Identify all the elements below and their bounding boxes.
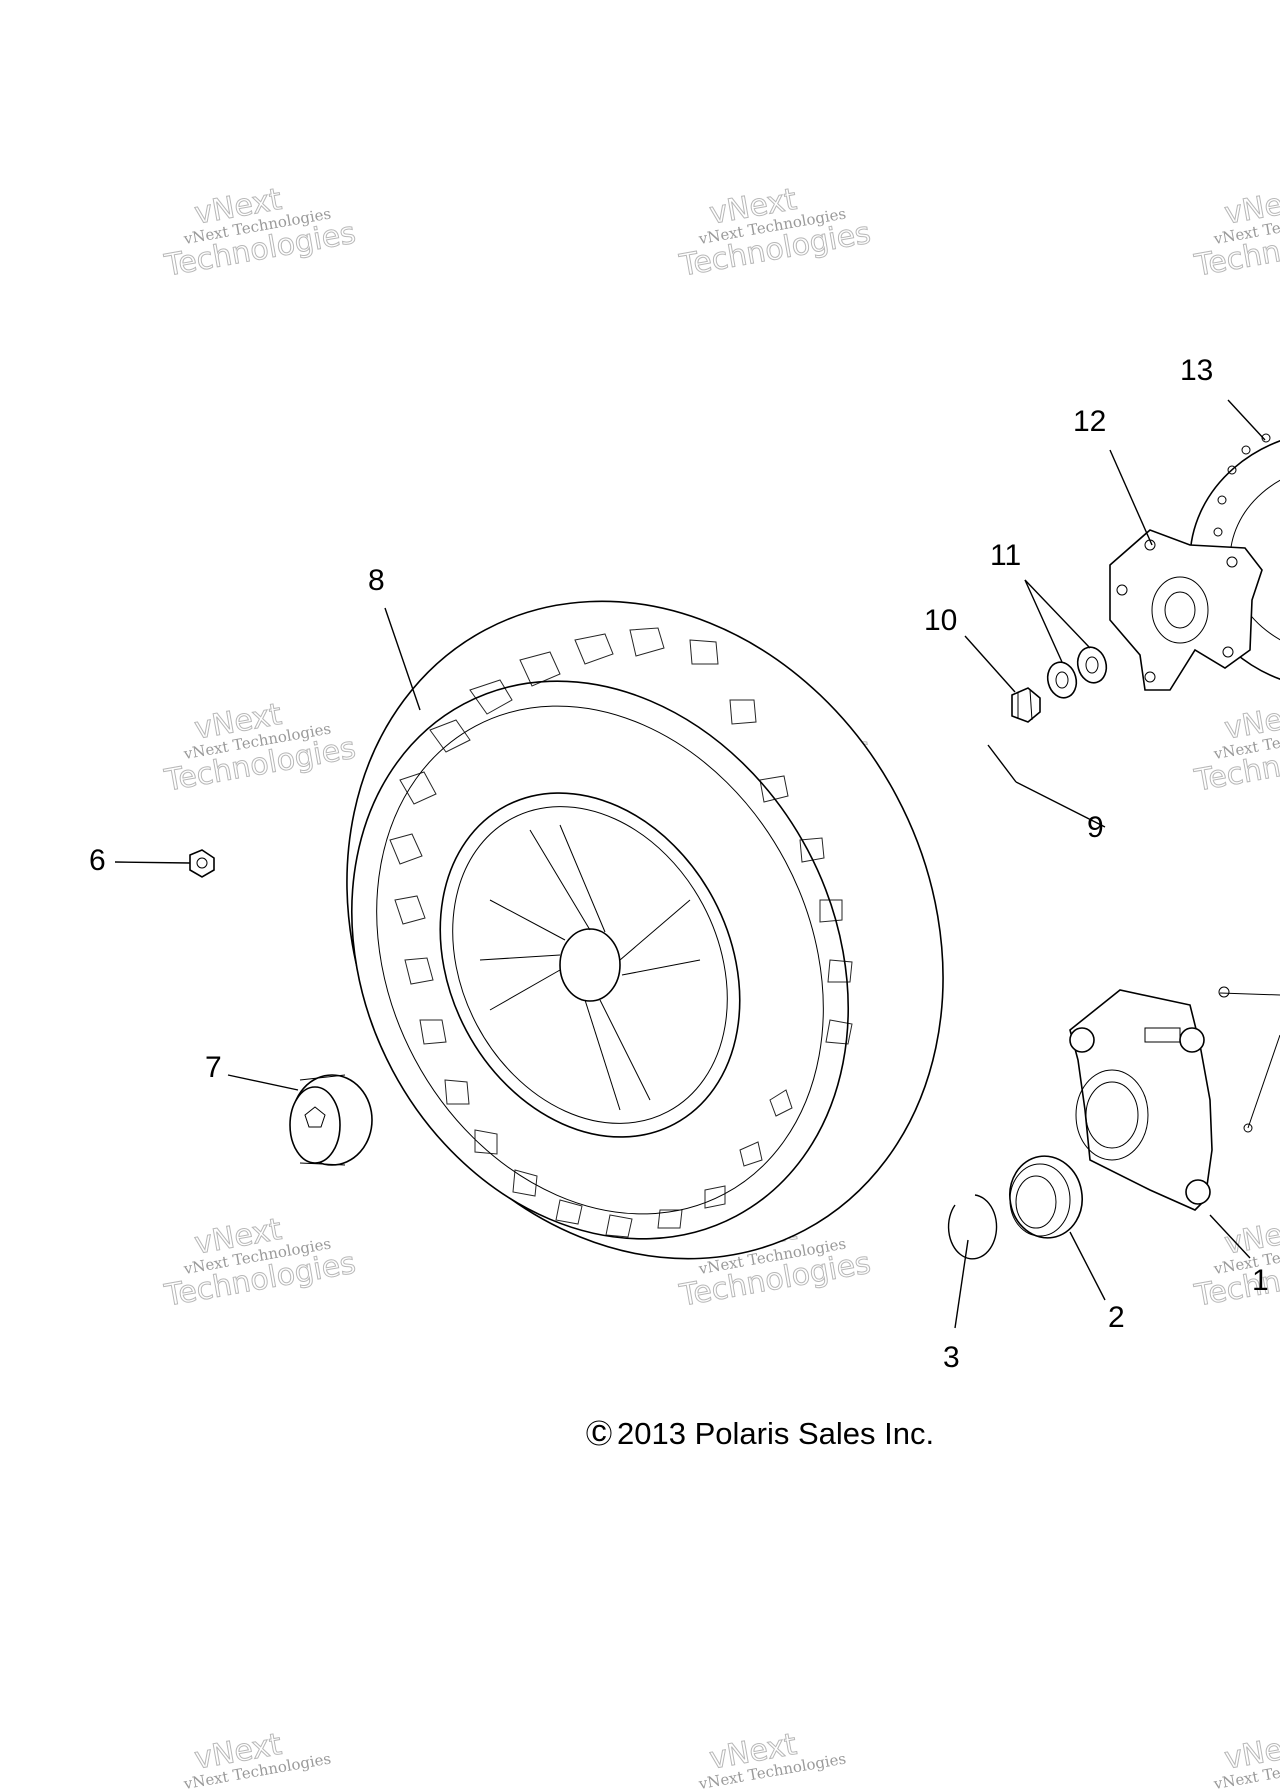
watermark: vNext vNext Technologies Technologies	[1191, 696, 1280, 799]
wheel-hub-part	[1109, 529, 1263, 691]
leader-lines	[114, 399, 1266, 1329]
callout-7: 7	[205, 1051, 222, 1084]
callout-8: 8	[368, 564, 385, 597]
callout-13: 13	[1180, 354, 1213, 387]
cotter-pin-part	[987, 744, 1106, 828]
watermark: vNext vNext Technologies Technologies	[161, 181, 359, 284]
wheel-tire-part	[346, 600, 944, 1260]
callout-12: 12	[1073, 405, 1106, 438]
callout-10: 10	[924, 604, 957, 637]
copyright-symbol: c	[591, 1413, 607, 1448]
callout-3: 3	[943, 1341, 960, 1374]
callout-11: 11	[990, 539, 1021, 572]
bearing-part	[1009, 1155, 1083, 1239]
knuckle-part	[1069, 986, 1280, 1211]
watermark: vNext vNext Technologies	[1212, 1726, 1280, 1792]
snap-ring-part	[947, 1194, 998, 1260]
callouts: 1 2 3 6 7 8 9 10 11 12 13	[89, 354, 1269, 1374]
watermark: vNext vNext Technologies Technologies	[1191, 181, 1280, 284]
watermark: vNext vNext Technologies	[697, 1726, 848, 1792]
castle-nut-part	[1011, 687, 1041, 723]
copyright: c 2013 Polaris Sales Inc.	[586, 1413, 934, 1451]
callout-2: 2	[1108, 1301, 1125, 1334]
center-cap-part	[289, 1074, 373, 1166]
callout-9: 9	[1087, 811, 1104, 844]
copyright-text: 2013 Polaris Sales Inc.	[617, 1416, 934, 1451]
watermark: vNext vNext Technologies Technologies	[161, 696, 359, 799]
watermark: vNext vNext Technologies	[182, 1726, 333, 1792]
watermark: vNext vNext Technologies Technologies	[676, 181, 874, 284]
callout-1: 1	[1252, 1264, 1269, 1297]
callout-6: 6	[89, 844, 106, 877]
washers-part	[1046, 646, 1108, 699]
lug-nut-part	[189, 849, 215, 878]
watermark: vNext vNext Technologies Technologies	[161, 1211, 359, 1314]
